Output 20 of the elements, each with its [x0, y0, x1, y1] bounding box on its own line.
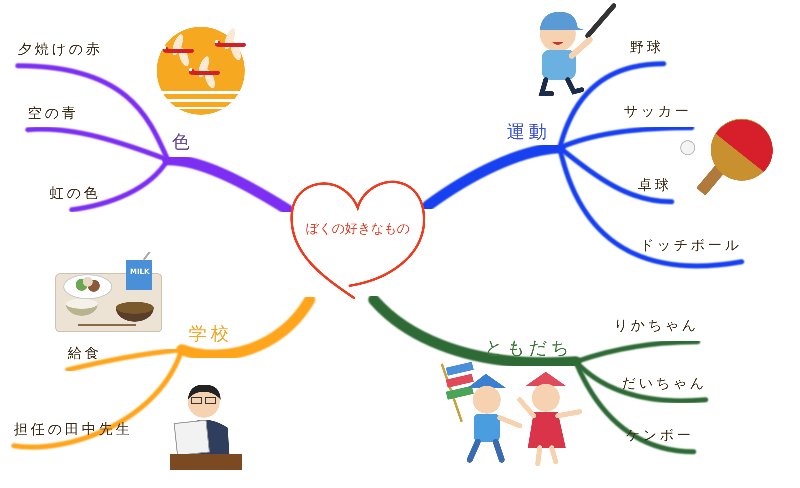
- topic-label: 虹の色: [50, 184, 112, 210]
- topic-label: ケンボー: [612, 426, 694, 452]
- topic-label: 野球: [612, 38, 664, 64]
- branch-line: [368, 294, 582, 369]
- topic-text: ぼくの好きなもの: [305, 221, 411, 238]
- branch-line: [176, 294, 316, 361]
- branch-label: 色: [168, 130, 198, 160]
- topic-label: 給食: [68, 344, 112, 370]
- branch-line: [162, 154, 294, 216]
- topic-label: りかちゃん: [612, 316, 698, 342]
- topic-label: 空の青: [28, 104, 90, 130]
- topic-label: ドッチボール: [626, 236, 742, 262]
- topic-label: だいちゃん: [620, 374, 706, 400]
- topic-label: 夕焼けの赤: [18, 40, 122, 66]
- branch-label: 学校: [182, 322, 240, 350]
- topic-label: 卓球: [624, 176, 672, 202]
- branch-label: ともだち: [482, 336, 576, 362]
- branch-label: 運動: [498, 120, 560, 148]
- branch-line: [422, 142, 566, 212]
- topic-label: サッカー: [618, 102, 692, 128]
